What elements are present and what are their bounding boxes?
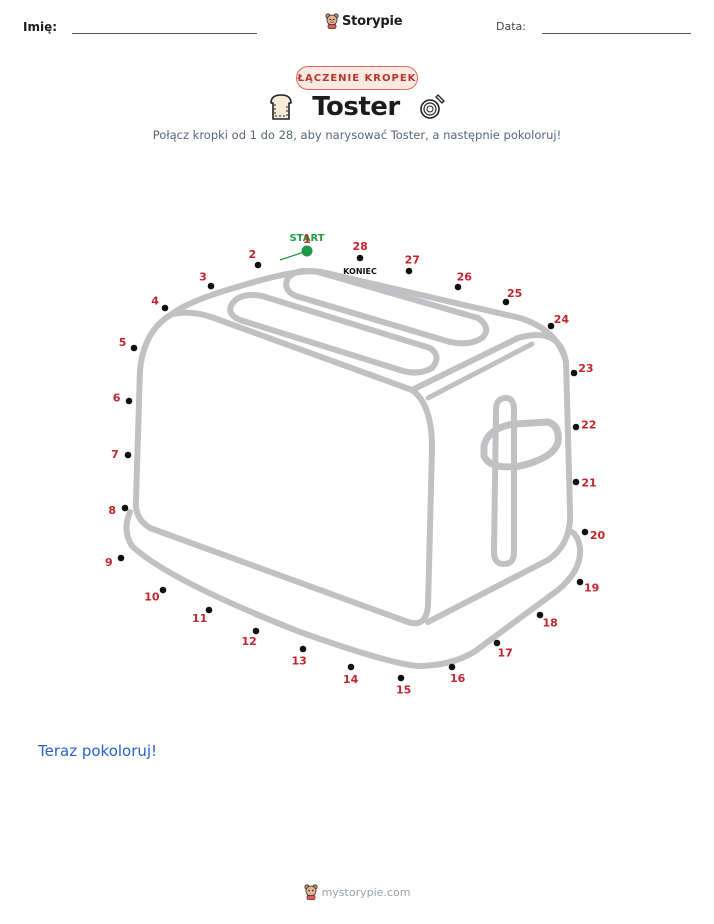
dot-28[interactable]: [356, 254, 364, 262]
dot-label-8: 8: [108, 504, 116, 517]
dot-17[interactable]: [493, 639, 501, 647]
toaster-top-edge: [425, 341, 535, 401]
coil-icon: [419, 94, 445, 119]
dot-label-19: 19: [584, 581, 599, 594]
dot-24[interactable]: [547, 322, 555, 330]
dot-label-17: 17: [498, 646, 513, 659]
toaster-base: [123, 509, 584, 669]
dot-label-12: 12: [241, 635, 256, 648]
bear-mascot-icon: [303, 884, 318, 900]
dot-label-28: 28: [353, 240, 368, 253]
dot-25[interactable]: [502, 298, 510, 306]
dot-5[interactable]: [130, 344, 138, 352]
toast-icon: [270, 94, 293, 120]
dot-13[interactable]: [299, 645, 307, 653]
dot-9[interactable]: [117, 554, 125, 562]
puzzle-dots: 1234567891011121314151617181920212223242…: [105, 233, 606, 697]
date-label: Data:: [496, 20, 526, 33]
dot-label-4: 4: [151, 294, 159, 307]
dot-3[interactable]: [207, 282, 215, 290]
toaster-right-side: [409, 332, 574, 625]
dot-label-26: 26: [457, 271, 473, 284]
toaster-slot-back: [283, 267, 490, 347]
dot-19[interactable]: [576, 578, 584, 586]
activity-badge: ŁĄCZENIE KROPEK: [296, 66, 418, 90]
dot-label-27: 27: [405, 253, 420, 266]
dot-6[interactable]: [125, 397, 133, 405]
dot-12[interactable]: [252, 627, 260, 635]
dot-8[interactable]: [121, 504, 129, 512]
name-line[interactable]: [72, 33, 257, 34]
dot-label-16: 16: [450, 672, 466, 685]
start-label: START: [289, 233, 324, 244]
dot-label-22: 22: [581, 419, 596, 432]
dot-label-25: 25: [507, 287, 522, 300]
dot-label-10: 10: [144, 590, 160, 603]
dot-18[interactable]: [536, 611, 544, 619]
toaster-left-side: [132, 309, 435, 627]
dot-4[interactable]: [161, 304, 169, 312]
dot-label-5: 5: [119, 336, 127, 349]
footer-url: mystorypie.com: [321, 885, 411, 899]
dot-label-20: 20: [590, 529, 606, 542]
bear-mascot-icon: [325, 13, 339, 29]
dot-label-21: 21: [581, 477, 596, 490]
dot-label-3: 3: [199, 271, 207, 284]
dot-2[interactable]: [254, 261, 262, 269]
dot-label-2: 2: [248, 248, 256, 261]
dot-label-14: 14: [343, 673, 359, 686]
toaster-outline: [123, 267, 584, 669]
dot-label-13: 13: [292, 655, 307, 668]
dot-label-6: 6: [113, 392, 121, 405]
dot-27[interactable]: [405, 267, 413, 275]
date-line[interactable]: [542, 33, 691, 34]
dot-14[interactable]: [347, 663, 355, 671]
dot-label-9: 9: [105, 556, 113, 569]
instructions: Połącz kropki od 1 do 28, aby narysować …: [152, 128, 562, 142]
color-prompt: Teraz pokoloruj!: [38, 742, 158, 760]
dot-21[interactable]: [572, 478, 580, 486]
brand-logo: Storypie: [325, 13, 403, 29]
dot-label-23: 23: [578, 362, 593, 375]
dot-label-1: 1: [303, 233, 311, 246]
dot-label-15: 15: [396, 684, 411, 697]
title-row: Toster: [0, 92, 714, 122]
dot-label-7: 7: [111, 448, 119, 461]
dot-11[interactable]: [205, 606, 213, 614]
toaster-lever: [480, 418, 562, 471]
end-label: KONIEC: [343, 267, 377, 276]
toaster-slot-front: [227, 292, 440, 376]
dot-15[interactable]: [397, 674, 405, 682]
footer: mystorypie.com: [0, 884, 714, 900]
dot-26[interactable]: [454, 283, 462, 291]
brand-name: Storypie: [342, 13, 403, 29]
dot-7[interactable]: [124, 451, 132, 459]
dot-23[interactable]: [570, 369, 578, 377]
name-label: Imię:: [23, 20, 58, 34]
dot-20[interactable]: [581, 528, 589, 536]
page-title: Toster: [312, 92, 400, 122]
dot-label-24: 24: [554, 313, 570, 326]
dot-22[interactable]: [572, 423, 580, 431]
dot-10[interactable]: [159, 586, 167, 594]
toaster-lever-track: [491, 395, 517, 567]
dot-label-11: 11: [192, 612, 207, 625]
start-dot: [301, 245, 313, 257]
dot-16[interactable]: [448, 663, 456, 671]
dot-label-18: 18: [543, 617, 558, 630]
